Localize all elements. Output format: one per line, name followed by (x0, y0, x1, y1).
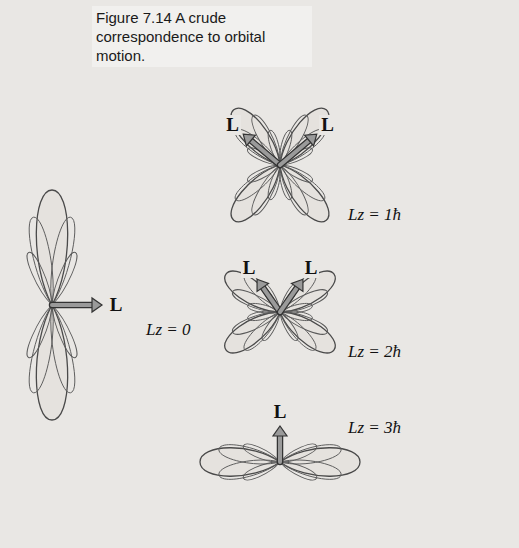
component-label: Lz = 2ħ (348, 342, 401, 362)
arrow-shaft (280, 141, 309, 165)
orbit-lobe (230, 286, 282, 318)
orbit-lobe (24, 303, 57, 360)
arrow-shaft-outline (263, 287, 280, 312)
orbit-lobe (274, 162, 312, 218)
arrow-head (273, 426, 287, 436)
orbit-lobe (47, 250, 80, 307)
arrow-shaft-outline (277, 436, 284, 462)
arrow-shaft (278, 436, 282, 462)
orbit-lobe (36, 190, 67, 305)
orbit-lobe (276, 160, 328, 205)
arrow-shaft-outline (251, 141, 280, 165)
orbit-lobe (271, 102, 336, 173)
angular-momentum-arrow (280, 279, 303, 312)
orbit-lobe (248, 112, 286, 168)
orbit-lobe (278, 441, 319, 466)
arrow-shaft (251, 141, 280, 165)
angular-momentum-arrow (243, 134, 280, 165)
arrow-head (92, 298, 102, 312)
component-label: Lz = 0 (146, 320, 191, 340)
orbit-lobe (278, 441, 342, 469)
orbit-lobe (36, 305, 67, 420)
orbit-lobes (219, 265, 340, 359)
orbit-lobe (240, 308, 284, 354)
orbit-lobe (217, 441, 281, 469)
orbit-lobe (24, 250, 57, 307)
orbit-lobe (47, 303, 80, 360)
figure-caption: Figure 7.14 A crude correspondence to or… (92, 6, 312, 67)
angular-momentum-arrow (257, 279, 280, 312)
arrow-head (305, 134, 317, 146)
arrow-shaft-outline (52, 302, 92, 309)
arrow-head (257, 279, 268, 291)
angular-momentum-arrow (273, 426, 287, 462)
component-label: Lz = 1ħ (348, 205, 401, 225)
vector-label: L (241, 258, 258, 278)
vector-label: L (108, 295, 125, 315)
arrow-shaft-outline (280, 287, 297, 312)
angular-momentum-arrow (52, 298, 102, 312)
orbit-lobe (278, 306, 330, 338)
orbit-lobes (224, 102, 335, 228)
orbit-lobe (278, 457, 319, 482)
orbit-lobes (200, 426, 360, 483)
vector-label: L (224, 115, 241, 135)
orbit-lobes (24, 190, 102, 420)
orbit-lobe (241, 457, 282, 482)
orbit-lobe (278, 454, 342, 482)
arrow-shaft (280, 287, 297, 312)
arrow-head (291, 279, 302, 291)
arrow-head (243, 134, 255, 146)
orbit-lobe (217, 454, 281, 482)
arrow-shaft (263, 287, 280, 312)
component-label: Lz = 3ħ (348, 418, 401, 438)
arrow-shaft (52, 303, 92, 307)
orbit-lobe (276, 164, 294, 201)
angular-momentum-arrow (280, 134, 317, 165)
arrow-shaft-outline (280, 141, 309, 165)
vector-label: L (303, 258, 320, 278)
vector-label: L (272, 402, 289, 422)
vector-label: L (319, 115, 336, 135)
orbit-lobe (232, 160, 284, 205)
orbit-lobe (241, 441, 282, 466)
